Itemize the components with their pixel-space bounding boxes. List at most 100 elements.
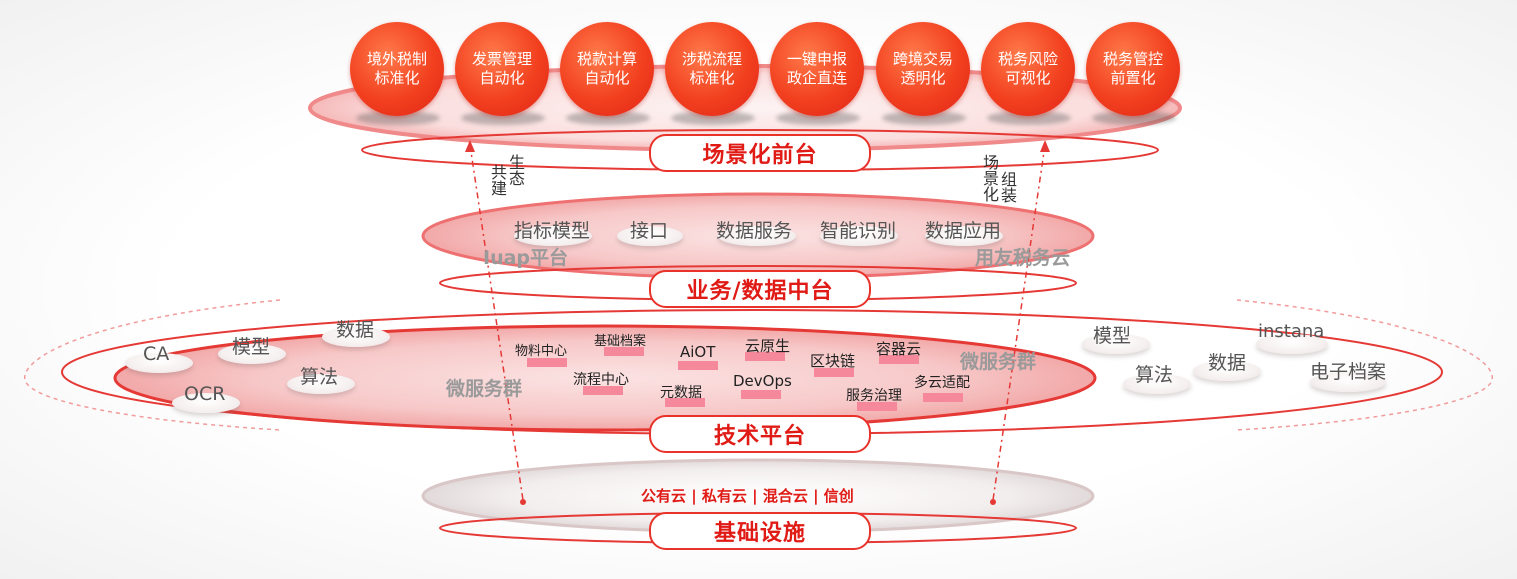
bubble-line1: 税务风险 [997, 50, 1058, 68]
bubble-line2: 标准化 [689, 69, 735, 87]
hex-bar [745, 352, 785, 361]
tech-left-disc [172, 393, 240, 413]
hex-bar [527, 358, 567, 367]
middle-item-disc [925, 226, 1003, 246]
middle-item-disc [820, 226, 898, 246]
front-bubble: 一键申报 政企直连 [770, 22, 864, 116]
tech-center-item: 物料中心 [515, 344, 568, 359]
hex-bar [923, 393, 963, 402]
tech-left-disc [125, 353, 193, 373]
hex-bar [665, 398, 705, 407]
tech-layer-title: 技术平台 [649, 415, 871, 453]
front-layer-title: 场景化前台 [649, 134, 871, 172]
tech-right-item: instana [1258, 321, 1325, 342]
vertical-char: 建 [491, 179, 508, 198]
bubble-line2: 标准化 [374, 69, 420, 87]
bubble-line1: 跨境交易 [892, 50, 953, 68]
middle-item: 数据应用 [925, 220, 1002, 242]
tech-left-disc [287, 374, 355, 394]
bubble-line1: 一键申报 [786, 50, 847, 68]
guide-left-dot [520, 499, 526, 505]
bubble-line2: 前置化 [1110, 69, 1156, 87]
side-label-right-col1: 场景化 [983, 155, 999, 203]
middle-item-disc [617, 226, 683, 246]
hex-bar [879, 355, 919, 364]
hex-bar [857, 402, 897, 411]
infra-layer-title: 基础设施 [649, 512, 871, 550]
front-bubble: 跨境交易 透明化 [876, 22, 970, 116]
tech-center-item: 服务治理 [846, 388, 902, 404]
side-label-left-col2: 生态 [509, 155, 525, 187]
tech-right-disc [1193, 361, 1261, 381]
tech-center-item: 多云适配 [914, 375, 970, 391]
bubble-line1: 税务管控 [1102, 50, 1163, 68]
tech-center-item: 区块链 [810, 352, 856, 370]
tech-right-disc [1256, 334, 1328, 354]
infra-cloud-types: 公有云 | 私有云 | 混合云 | 信创 [641, 487, 854, 505]
bubble-shadow [987, 111, 1071, 125]
vertical-char: 装 [1001, 186, 1018, 205]
vertical-char: 场 [983, 153, 1000, 172]
vertical-char: 共 [491, 163, 508, 182]
hex-bar [604, 347, 644, 356]
vertical-char: 生 [509, 153, 526, 172]
tech-left-disc [322, 327, 390, 347]
bubble-shadow [882, 111, 966, 125]
bubble-line2: 可视化 [1005, 69, 1051, 87]
side-label-left-col1: 共建 [491, 165, 507, 197]
tech-center-item: 流程中心 [573, 372, 629, 388]
middle-item: 智能识别 [820, 220, 897, 242]
guide-right [992, 144, 1046, 501]
guide-right-arrow [1040, 140, 1050, 152]
front-bubble: 税务风险 可视化 [981, 22, 1075, 116]
microservice-right-label: 微服务群 [960, 351, 1037, 373]
hex-bar [678, 361, 718, 370]
bubble-shadow [461, 111, 545, 125]
hex-bar [583, 386, 623, 395]
front-bubble: 税务管控 前置化 [1086, 22, 1180, 116]
tech-center-item: 元数据 [660, 385, 702, 401]
tech-center-item: AiOT [680, 343, 716, 361]
bubble-line2: 自动化 [584, 69, 630, 87]
bubble-line2: 透明化 [900, 69, 946, 87]
vertical-char: 态 [509, 169, 526, 188]
bubble-shadow [671, 111, 755, 125]
bubble-line2: 自动化 [479, 69, 525, 87]
tech-right-disc [1310, 372, 1386, 392]
middle-item: 接口 [630, 220, 669, 242]
bubble-shadow [1092, 111, 1176, 125]
middle-layer-title: 业务/数据中台 [649, 270, 871, 308]
tech-right-item: 数据 [1208, 352, 1247, 374]
bubble-line2: 政企直连 [786, 69, 847, 87]
tech-left-item: OCR [184, 383, 226, 405]
bubble-shadow [356, 111, 440, 125]
middle-right-platform: 用友税务云 [975, 247, 1071, 269]
front-bubble: 税款计算 自动化 [560, 22, 654, 116]
guide-right-dot [990, 499, 996, 505]
tech-center-item: DevOps [733, 372, 792, 390]
tech-right-disc [1082, 334, 1150, 354]
middle-item-disc [514, 226, 592, 246]
front-bubble: 涉税流程 标准化 [665, 22, 759, 116]
bubble-line1: 涉税流程 [681, 50, 742, 68]
vertical-char: 化 [983, 185, 1000, 204]
tech-right-disc [1123, 374, 1191, 394]
middle-item-disc [718, 226, 796, 246]
hex-bar [741, 390, 781, 399]
tech-right-item: 算法 [1135, 364, 1174, 386]
tech-center-item: 基础档案 [594, 334, 647, 349]
front-bubble: 境外税制 标准化 [350, 22, 444, 116]
middle-left-platform: Iuap平台 [483, 247, 569, 269]
front-bubble: 发票管理 自动化 [455, 22, 549, 116]
vertical-char: 景 [983, 169, 1000, 188]
tech-left-item: CA [143, 343, 170, 365]
tech-left-item: 模型 [232, 336, 271, 358]
hex-bar [814, 368, 854, 377]
tech-right-item: 模型 [1093, 325, 1132, 347]
tech-center-item: 云原生 [745, 337, 791, 355]
tech-outer-dashed-left [24, 299, 281, 431]
tech-center-item: 容器云 [876, 340, 922, 358]
tech-outer-dashed-right [1236, 299, 1493, 431]
tech-left-item: 数据 [336, 319, 375, 341]
tech-left-disc [218, 344, 286, 364]
